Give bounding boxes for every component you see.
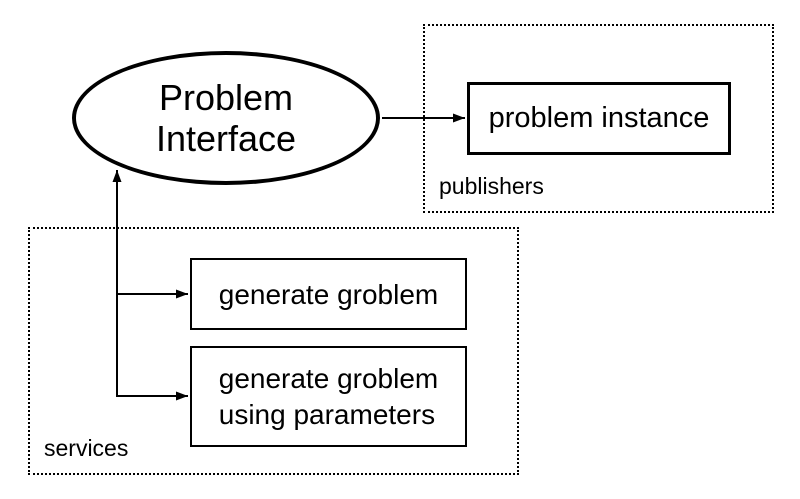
problem-interface-node: Problem Interface	[72, 51, 380, 185]
generate-problem-with-parameters-node: generate groblem using parameters	[190, 346, 467, 447]
services-group: services	[28, 227, 519, 475]
problem-instance-node: problem instance	[467, 82, 731, 155]
generate-problem-node: generate groblem	[190, 258, 467, 330]
services-group-label: services	[44, 435, 129, 461]
publishers-group-label: publishers	[439, 173, 544, 199]
